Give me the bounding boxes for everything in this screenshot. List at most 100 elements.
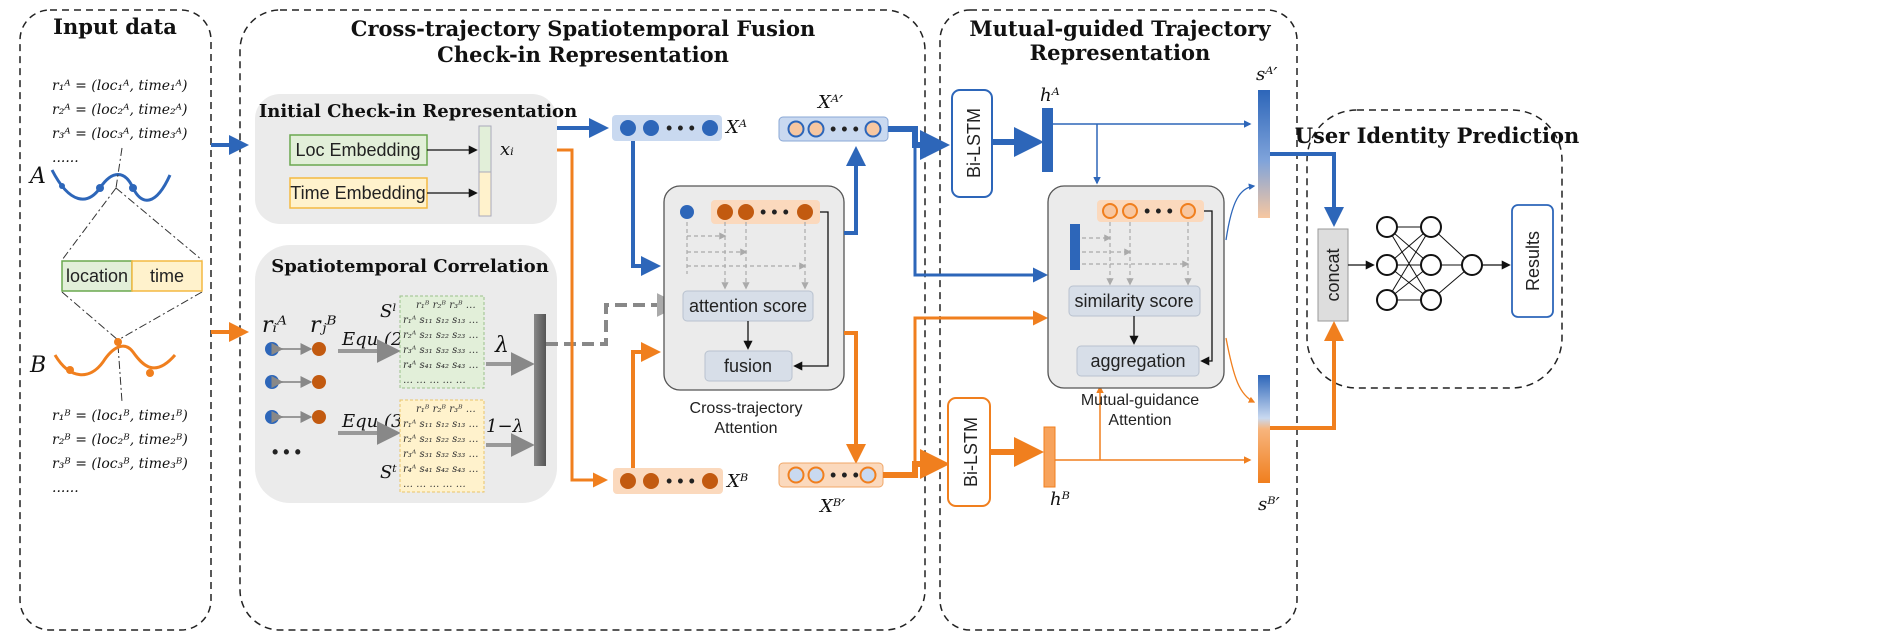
input-panel-frame <box>19 9 212 631</box>
trajectory-b-points <box>66 338 154 377</box>
equ2-label: Equ.(2) <box>341 329 409 350</box>
xa-label: Xᴬ <box>724 117 747 138</box>
concat-box <box>1317 228 1349 322</box>
trajectory-a-curve <box>50 169 172 202</box>
xa-prime-to-similarity-arrow <box>913 145 1048 283</box>
xb-sequence: • • • <box>613 468 723 494</box>
sa-vector <box>1258 90 1270 218</box>
trajectory-a-label: A <box>28 164 46 189</box>
svg-text:r₁ᴬ s₁₁ s₁₂ s₁₃ …: r₁ᴬ s₁₁ s₁₂ s₁₃ … <box>403 419 479 430</box>
results-box <box>1511 204 1554 318</box>
correlation-title: Spatiotemporal Correlation <box>271 256 549 277</box>
xi-vector-bottom <box>478 171 492 217</box>
xa-prime-sequence: • • • <box>778 116 889 142</box>
bilstm-b-label: Bi-LSTM <box>961 417 981 487</box>
svg-text:r₃ᴬ s₃₁ s₃₂ s₃₃ …: r₃ᴬ s₃₁ s₃₂ s₃₃ … <box>403 449 479 460</box>
trajectory-b-curve <box>53 344 177 377</box>
s-t-label: Sᵗ <box>380 462 397 483</box>
svg-text:• • •: • • • <box>830 119 859 139</box>
initial-to-xb-arrow <box>557 148 608 488</box>
records-a: r₁ᴬ = (loc₁ᴬ, time₁ᴬ) r₂ᴬ = (loc₂ᴬ, time… <box>52 78 188 166</box>
lambda-label: λ <box>494 333 509 358</box>
spatial-matrix-text: r₁ᴮ r₂ᴮ r₃ᴮ … r₁ᴬ s₁₁ s₁₂ s₁₃ … r₂ᴬ s₂₁ … <box>403 300 479 386</box>
fusion-panel-title-line1: Cross-trajectory Spatiotemporal Fusion <box>351 16 816 41</box>
time-embedding-label: Time Embedding <box>290 183 425 203</box>
trajectory-b-label: B <box>29 353 46 378</box>
record-b-1: r₁ᴮ = (loc₁ᴮ, time₁ᴮ) <box>52 408 188 424</box>
record-pairs <box>265 342 326 424</box>
svg-text:• • •: • • • <box>1144 201 1173 221</box>
svg-text:r₁ᴮ r₂ᴮ r₃ᴮ …: r₁ᴮ r₂ᴮ r₃ᴮ … <box>416 404 476 415</box>
xb-prime-to-similarity-arrow <box>913 310 1048 464</box>
prediction-panel-frame <box>1306 109 1563 389</box>
temporal-matrix <box>399 399 485 493</box>
bilstm-a-label: Bi-LSTM <box>964 108 984 178</box>
record-a-3: r₃ᴬ = (loc₃ᴬ, time₃ᴬ) <box>52 126 188 142</box>
sb-vector <box>1258 375 1270 483</box>
location-field-label: location <box>66 266 128 286</box>
spatial-matrix <box>399 295 485 389</box>
record-a-1: r₁ᴬ = (loc₁ᴬ, time₁ᴬ) <box>52 78 188 94</box>
prediction-panel-title: User Identity Prediction <box>1295 123 1580 148</box>
svg-text:r₁ᴮ r₂ᴮ r₃ᴮ …: r₁ᴮ r₂ᴮ r₃ᴮ … <box>416 300 476 311</box>
cross-attention-box <box>663 185 845 391</box>
xa-prime-label: Xᴬ′ <box>816 92 843 113</box>
fusion-label: fusion <box>724 356 772 376</box>
sb-to-concat-arrow <box>1270 321 1344 430</box>
concat-label: concat <box>1323 248 1343 301</box>
trajectory-a-points <box>59 183 137 192</box>
xb-prime-to-bilstm-arrow <box>883 449 950 479</box>
svg-text:• • •: • • • <box>830 465 859 485</box>
attention-to-xb-prime-arrow <box>844 331 866 464</box>
input-panel-title: Input data <box>53 14 177 39</box>
xb-prime-label: Xᴮ′ <box>818 496 845 517</box>
mutual-to-sa-curve <box>1225 183 1256 241</box>
xa-to-attention-arrow <box>631 141 661 276</box>
ri-label: rᵢᴬ <box>262 313 287 338</box>
ha-label: hᴬ <box>1040 85 1060 106</box>
fusion-panel-frame <box>239 9 926 631</box>
mutual-panel-title-line2: Representation <box>1030 40 1211 65</box>
time-field <box>131 260 203 292</box>
svg-text:r₂ᴬ s₂₁ s₂₂ s₂₃ …: r₂ᴬ s₂₁ s₂₂ s₂₃ … <box>403 330 479 341</box>
sb-label: sᴮ′ <box>1258 494 1280 515</box>
svg-text:• • •: • • • <box>666 471 695 491</box>
attention-score-label: attention score <box>689 296 807 316</box>
records-a-ellipsis: ...... <box>52 150 79 166</box>
mutual-attention-links <box>1082 222 1192 286</box>
weighted-sum-bar <box>534 314 546 466</box>
attention-to-xa-prime-arrow <box>844 146 866 235</box>
xi-vector-top <box>478 125 492 173</box>
record-a-2: r₂ᴬ = (loc₂ᴬ, time₂ᴬ) <box>52 102 188 118</box>
results-label: Results <box>1523 231 1543 291</box>
time-field-label: time <box>150 266 184 286</box>
aggregation-label: aggregation <box>1090 351 1185 371</box>
similarity-score-label: similarity score <box>1074 291 1193 311</box>
mutual-panel-frame <box>939 9 1298 631</box>
xb-prime-sequence: • • • <box>778 462 884 488</box>
loc-embedding-label: Loc Embedding <box>295 140 420 160</box>
svg-text:• • •: • • • <box>666 118 695 138</box>
keys-to-aggregation-arrow <box>1200 210 1213 366</box>
xi-label: xᵢ <box>500 139 514 160</box>
xb-to-attention-arrow <box>631 342 661 468</box>
cross-attention-links <box>686 222 809 290</box>
mutual-query-vector <box>1070 224 1080 270</box>
mlp-network <box>1376 216 1483 311</box>
key-sequence: • • • <box>711 200 820 224</box>
xb-label: Xᴮ <box>725 471 748 492</box>
hb-label: hᴮ <box>1050 489 1070 510</box>
mutual-to-sb-curve <box>1225 337 1256 403</box>
temporal-matrix-text: r₁ᴮ r₂ᴮ r₃ᴮ … r₁ᴬ s₁₁ s₁₂ s₁₃ … r₂ᴬ s₂₁ … <box>403 404 479 490</box>
mutual-attention-caption-2: Attention <box>1108 412 1171 429</box>
mutual-panel-title-line1: Mutual-guided Trajectory <box>969 16 1271 41</box>
record-b-3: r₃ᴮ = (loc₃ᴮ, time₃ᴮ) <box>52 456 188 472</box>
svg-text:r₄ᴬ s₄₁ s₄₂ s₄₃ …: r₄ᴬ s₄₁ s₄₂ s₄₃ … <box>403 360 479 371</box>
equ3-label: Equ.(3) <box>341 411 409 432</box>
input-guide-lines <box>61 147 203 403</box>
cross-attention-caption-1: Cross-trajectory <box>690 400 803 417</box>
pairs-ellipsis: • • • <box>272 442 301 462</box>
sa-label: sᴬ′ <box>1256 64 1278 85</box>
keys-to-fusion-arrow <box>793 211 829 371</box>
